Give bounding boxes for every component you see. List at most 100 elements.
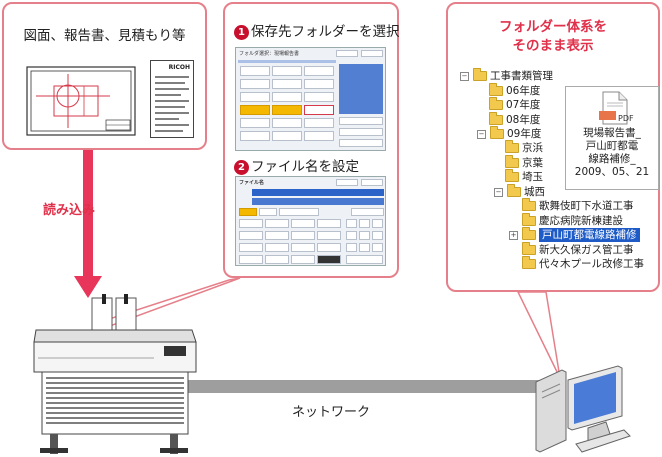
- folder-icon: [522, 242, 536, 255]
- screen1-cell: [304, 118, 334, 128]
- screen2-key: [317, 243, 341, 252]
- read-in-label: 読み込み: [43, 203, 96, 218]
- screen1-cell: [272, 66, 302, 76]
- folder-select-screen-title: フォルダ選択：現場報告書: [239, 51, 300, 57]
- filename-screen-title: ファイル名: [239, 180, 265, 186]
- read-arrow-head: [74, 276, 102, 298]
- tree-label-selected: 戸山町都電線路補修: [539, 228, 640, 242]
- tree-node-09[interactable]: − 09年度: [477, 126, 542, 141]
- folder-icon: [522, 227, 536, 240]
- collapse-icon[interactable]: −: [477, 129, 486, 139]
- tree-label: 代々木プール改修工事: [539, 258, 644, 270]
- screen2-key: [239, 255, 263, 264]
- screen2-key: [317, 231, 341, 240]
- folder-heading: フォルダー体系を そのまま表示: [448, 18, 658, 56]
- screen2-mode-key: [239, 208, 257, 216]
- screen1-cell: [304, 66, 334, 76]
- screen2-key: [265, 219, 289, 228]
- screen2-key: [351, 208, 384, 216]
- pdf-name-line2: 戸山町都電: [585, 140, 639, 152]
- pdf-name-line3: 線路補修_: [588, 153, 636, 165]
- screen1-top-button-a: [336, 50, 358, 57]
- screen1-cell: [272, 79, 302, 89]
- screen1-side-button: [339, 117, 383, 125]
- screen1-side-panel: [339, 64, 383, 114]
- screen2-key: [291, 219, 315, 228]
- tree-node-saitama[interactable]: 埼玉: [505, 169, 543, 184]
- screen1-cell: [304, 92, 334, 102]
- tree-label: 07年度: [506, 99, 541, 111]
- screen1-cell-selected: [272, 105, 302, 115]
- folder-icon: [489, 112, 503, 125]
- screen2-key: [279, 208, 319, 216]
- screen2-numpad-key: [372, 243, 383, 252]
- expand-icon[interactable]: +: [509, 230, 518, 240]
- pdf-badge: PDF: [618, 114, 634, 123]
- screen1-side-button: [339, 128, 383, 136]
- screen1-side-button: [339, 139, 383, 147]
- screen2-key: [291, 231, 315, 240]
- collapse-icon[interactable]: −: [460, 71, 469, 81]
- screen2-key: [259, 208, 277, 216]
- tree-node-kyohama[interactable]: 京浜: [505, 140, 543, 155]
- tree-node-08[interactable]: 08年度: [489, 112, 541, 127]
- folder-icon: [473, 68, 487, 81]
- step1-label: 保存先フォルダーを選択: [251, 24, 400, 40]
- tree-label: 09年度: [507, 128, 542, 140]
- tree-label: 08年度: [506, 114, 541, 126]
- computer-icon: [535, 365, 631, 453]
- tree-node-keiyo[interactable]: 京葉: [505, 155, 543, 170]
- screen1-cell: [304, 79, 334, 89]
- pdf-file-icon: [599, 91, 628, 125]
- computer-callout: [516, 291, 561, 379]
- screen1-cell: [304, 131, 334, 141]
- pdf-name-line4: 2009、05、21: [574, 166, 650, 178]
- folder-icon: [522, 213, 536, 226]
- folder-icon: [505, 169, 519, 182]
- folder-icon: [522, 198, 536, 211]
- pdf-name-line1: 現場報告書_: [583, 127, 641, 139]
- tree-label: 工事書類管理: [490, 70, 553, 82]
- screen1-cell-selected: [240, 105, 270, 115]
- pdf-file-card[interactable]: PDF 現場報告書_ 戸山町都電 線路補修_ 2009、05、21: [565, 86, 659, 190]
- wide-format-printer-icon: [33, 294, 197, 454]
- screen2-key: [265, 231, 289, 240]
- screen2-numpad-key: [346, 219, 357, 228]
- screen2-numpad-key: [372, 231, 383, 240]
- folder-icon: [507, 184, 521, 197]
- screen1-cell: [240, 118, 270, 128]
- screen2-numpad-key: [359, 243, 370, 252]
- screen1-cell-outlined: [304, 105, 334, 115]
- screen2-key: [317, 255, 341, 264]
- screen2-numpad-key: [372, 219, 383, 228]
- collapse-icon[interactable]: −: [494, 187, 503, 197]
- folder-icon: [505, 140, 519, 153]
- tree-node-root[interactable]: − 工事書類管理: [460, 68, 553, 83]
- tree-label: 歌舞伎町下水道工事: [539, 200, 634, 212]
- screen2-key: [239, 219, 263, 228]
- tree-node-kabukicho[interactable]: 歌舞伎町下水道工事: [522, 198, 634, 213]
- screen2-filename-field-2: [252, 198, 384, 205]
- screen1-cell: [240, 79, 270, 89]
- screen1-cell: [272, 118, 302, 128]
- screen2-numpad-key: [346, 243, 357, 252]
- tree-node-06[interactable]: 06年度: [489, 83, 540, 98]
- tree-node-shinokubo[interactable]: 新大久保ガス管工事: [522, 242, 634, 257]
- step1-number-badge: 1: [234, 25, 249, 40]
- tree-node-07[interactable]: 07年度: [489, 97, 541, 112]
- tree-node-josai[interactable]: −城西: [494, 184, 545, 199]
- report-brand: RICOH: [168, 64, 190, 71]
- tree-node-toyama[interactable]: + 戸山町都電線路補修: [509, 227, 640, 242]
- screen2-key: [239, 231, 263, 240]
- screen2-key: [265, 255, 289, 264]
- screen2-key: [317, 219, 341, 228]
- tree-node-keio[interactable]: 慶応病院新棟建設: [522, 213, 623, 228]
- screen1-cell: [240, 66, 270, 76]
- tree-node-yoyogi[interactable]: 代々木プール改修工事: [522, 256, 644, 271]
- tree-label: 京葉: [522, 157, 543, 169]
- folder-select-screen: フォルダ選択：現場報告書: [235, 47, 386, 151]
- screen1-top-button-b: [361, 50, 383, 57]
